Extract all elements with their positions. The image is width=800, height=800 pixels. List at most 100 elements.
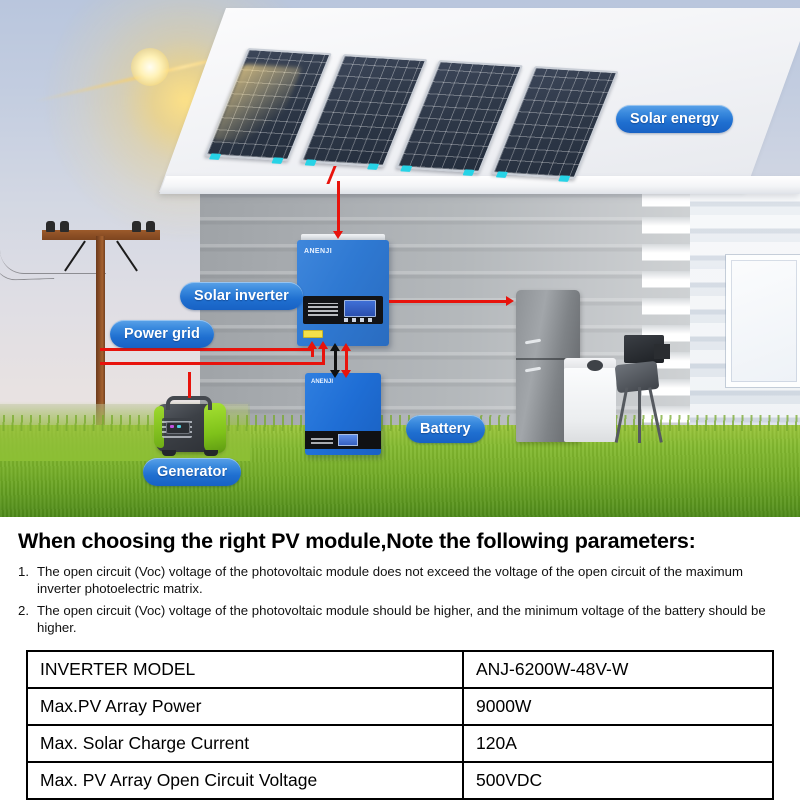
generator-side-panel-green bbox=[204, 403, 226, 453]
list-item: The open circuit (Voc) voltage of the ph… bbox=[18, 602, 766, 636]
pole-brace-right bbox=[116, 240, 138, 272]
portable-generator bbox=[152, 394, 228, 456]
arrow-up-battery-negative bbox=[330, 343, 340, 351]
fridge-handle-upper bbox=[524, 338, 542, 345]
wire-grid-bus bbox=[100, 348, 312, 351]
table-row: Max. Solar Charge Current 120A bbox=[26, 723, 774, 763]
wire-generator-bus bbox=[100, 362, 325, 365]
panel-connector-icon bbox=[400, 165, 413, 172]
utility-pole-crossarm bbox=[42, 230, 160, 240]
arrow-up-battery-positive bbox=[341, 343, 351, 351]
badge-solar-energy[interactable]: Solar energy bbox=[616, 105, 734, 133]
insulator-icon bbox=[146, 221, 155, 232]
panel-connector-icon bbox=[367, 163, 380, 170]
insulator-icon bbox=[46, 221, 55, 232]
inverter-lcd-screen bbox=[344, 300, 376, 317]
washer-knob-icon bbox=[587, 360, 603, 371]
inverter-buttons bbox=[344, 318, 376, 322]
badge-power-grid-label: Power grid bbox=[124, 326, 200, 342]
table-row: INVERTER MODEL ANJ-6200W-48V-W bbox=[26, 649, 774, 689]
wire-panel-to-inverter bbox=[337, 181, 340, 233]
table-cell-value: 9000W bbox=[462, 686, 774, 726]
tripod-leg-1 bbox=[614, 387, 629, 443]
inverter-top-cap bbox=[301, 234, 385, 241]
battery-device: ANENJI bbox=[305, 373, 381, 455]
solar-inverter-device: ANENJI bbox=[297, 240, 389, 346]
list-item: The open circuit (Voc) voltage of the ph… bbox=[18, 563, 743, 597]
wire-generator-riser bbox=[188, 372, 191, 388]
badge-battery[interactable]: Battery bbox=[406, 415, 485, 443]
panel-connector-icon bbox=[495, 171, 508, 178]
inverter-silkscreen-text bbox=[308, 303, 338, 316]
badge-generator[interactable]: Generator bbox=[143, 458, 242, 486]
specification-table: INVERTER MODEL ANJ-6200W-48V-W Max.PV Ar… bbox=[26, 649, 774, 800]
inverter-warning-label bbox=[303, 330, 323, 338]
panel-connector-icon bbox=[558, 175, 571, 182]
inverter-brand-logo: ANENJI bbox=[304, 248, 333, 255]
tripod-body bbox=[614, 360, 660, 394]
house-corner-log-ends bbox=[642, 190, 690, 458]
wire-battery-positive bbox=[345, 350, 348, 372]
table-cell-key: Max. Solar Charge Current bbox=[26, 723, 464, 763]
product-scene-illustration: ANENJI ANENJI bbox=[0, 0, 800, 517]
wire-grid-riser-2 bbox=[322, 349, 325, 365]
arrow-up-grid-1 bbox=[307, 341, 317, 349]
solar-panel-array bbox=[200, 48, 628, 190]
battery-brand-logo: ANENJI bbox=[311, 379, 334, 385]
table-row: Max.PV Array Power 9000W bbox=[26, 686, 774, 726]
table-cell-value: ANJ-6200W-48V-W bbox=[462, 649, 774, 689]
house-window bbox=[726, 255, 800, 387]
inverter-display-strip bbox=[303, 296, 383, 324]
battery-lcd-screen bbox=[338, 434, 358, 446]
badge-battery-label: Battery bbox=[420, 421, 471, 437]
generator-foot-left bbox=[162, 450, 176, 456]
badge-solar-energy-label: Solar energy bbox=[630, 111, 720, 127]
panel-connector-icon bbox=[304, 159, 317, 166]
badge-solar-inverter[interactable]: Solar inverter bbox=[180, 282, 303, 310]
generator-left-trim-green bbox=[154, 406, 164, 448]
battery-display-strip bbox=[305, 431, 381, 449]
arrow-up-grid-2 bbox=[318, 341, 328, 349]
badge-power-grid[interactable]: Power grid bbox=[110, 320, 214, 348]
panel-connector-icon bbox=[271, 157, 284, 164]
table-cell-key: INVERTER MODEL bbox=[26, 649, 464, 689]
sun-icon bbox=[131, 48, 169, 86]
panel-connector-icon bbox=[462, 169, 475, 176]
generator-handle bbox=[166, 396, 212, 410]
fridge-handle-lower bbox=[524, 366, 542, 373]
tripod-leg-2 bbox=[638, 387, 641, 443]
tripod-leg-3 bbox=[648, 387, 663, 443]
badge-generator-label: Generator bbox=[157, 464, 228, 480]
generator-control-panel bbox=[166, 422, 190, 434]
insulator-icon bbox=[60, 221, 69, 232]
arrow-right-to-fridge bbox=[506, 296, 514, 306]
arrow-down-battery-positive bbox=[341, 370, 351, 378]
camera-tripod bbox=[610, 335, 670, 443]
insulator-icon bbox=[132, 221, 141, 232]
wire-generator-drop bbox=[188, 386, 191, 398]
power-line-span bbox=[0, 250, 106, 274]
tripod-head-arm bbox=[654, 344, 670, 359]
grass-blade-texture bbox=[0, 415, 800, 431]
arrow-down-to-inverter bbox=[333, 231, 343, 239]
generator-led-icon bbox=[177, 425, 181, 428]
table-cell-value: 500VDC bbox=[462, 760, 774, 800]
wire-grid-riser-1 bbox=[311, 348, 314, 357]
utility-pole-mast bbox=[96, 236, 105, 451]
wire-grid-corner bbox=[309, 348, 312, 351]
table-cell-key: Max.PV Array Power bbox=[26, 686, 464, 726]
arrow-down-battery-negative bbox=[330, 370, 340, 378]
page-title: When choosing the right PV module,Note t… bbox=[18, 529, 696, 553]
wire-battery-negative bbox=[334, 350, 337, 372]
notes-list: The open circuit (Voc) voltage of the ph… bbox=[18, 563, 782, 637]
fridge-door-split bbox=[516, 358, 580, 360]
panel-connector-icon bbox=[209, 153, 222, 160]
washer-appliance bbox=[564, 368, 616, 442]
specification-text-block: When choosing the right PV module,Note t… bbox=[0, 529, 800, 800]
badge-solar-inverter-label: Solar inverter bbox=[194, 288, 289, 304]
table-cell-key: Max. PV Array Open Circuit Voltage bbox=[26, 760, 464, 800]
table-cell-value: 120A bbox=[462, 723, 774, 763]
battery-silkscreen-text bbox=[311, 437, 333, 444]
generator-foot-right bbox=[204, 450, 218, 456]
table-row: Max. PV Array Open Circuit Voltage 500VD… bbox=[26, 760, 774, 800]
